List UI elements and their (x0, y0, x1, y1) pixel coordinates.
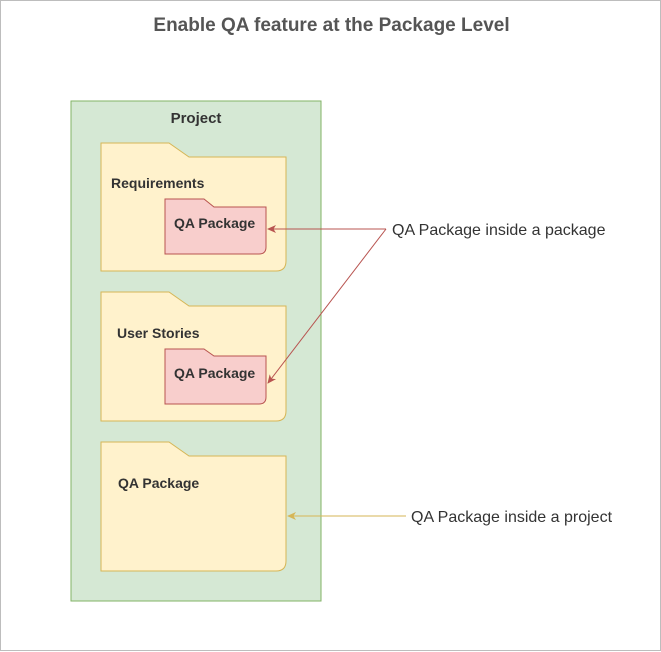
qa-package-label-user-stories: QA Package (174, 365, 255, 381)
diagram-title: Enable QA feature at the Package Level (153, 15, 510, 36)
annotation-inside-package: QA Package inside a package (392, 222, 606, 239)
package-label-user-stories: User Stories (117, 325, 200, 341)
annotation-inside-project: QA Package inside a project (411, 509, 613, 526)
package-label-qa-package: QA Package (118, 475, 199, 491)
qa-package-in-user-stories[interactable] (164, 348, 267, 405)
arrow-to-qa-package-user-stories (267, 228, 387, 384)
project-label: Project (171, 110, 222, 127)
qa-package-label-requirements: QA Package (174, 215, 255, 231)
qa-package-in-requirements[interactable] (164, 198, 267, 255)
package-label-requirements: Requirements (111, 175, 205, 191)
package-folder-qa-package[interactable] (100, 441, 287, 572)
